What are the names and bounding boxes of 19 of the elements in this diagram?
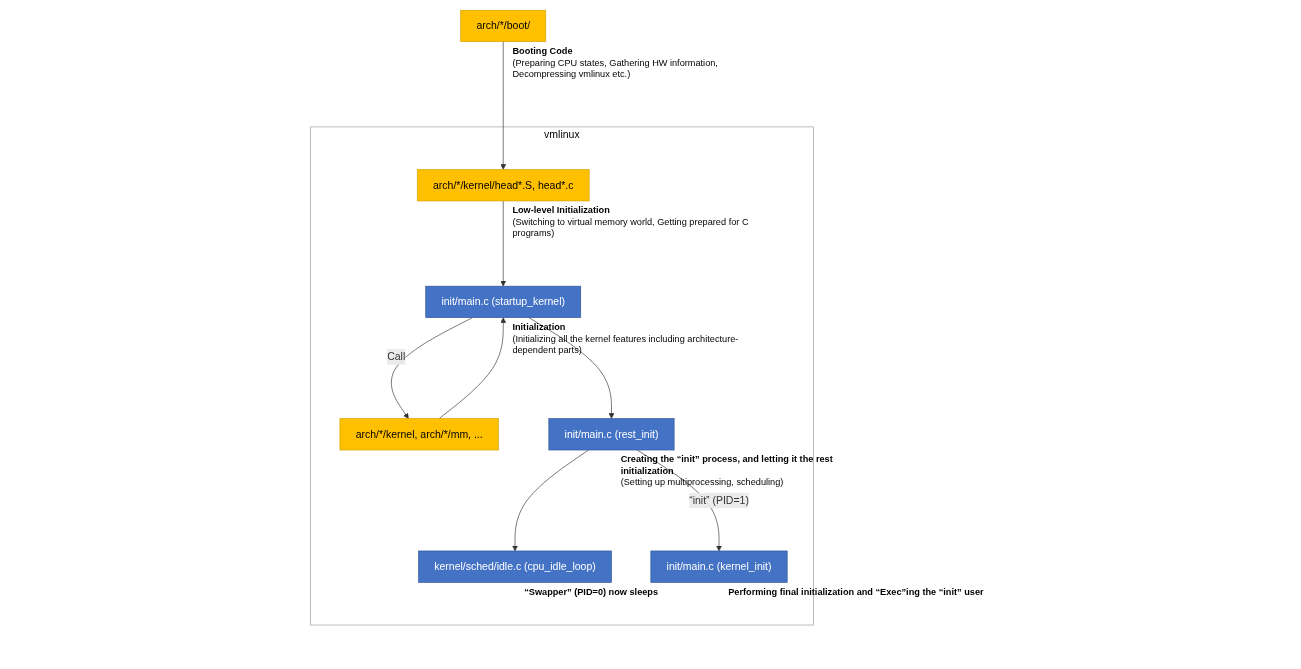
step-heading: Performing final initialization and “Exec”ing the “init” user: [727, 585, 984, 598]
node-box: init/main.c (startup_kernel): [424, 285, 581, 318]
node-box: arch/*/boot/: [459, 9, 546, 42]
step-description: (Initializing all the kernel features including architecture-dependent parts): [511, 332, 739, 356]
step-description: (Preparing CPU states, Gathering HW information, Decompressing vmlinux etc.): [511, 56, 719, 80]
step-heading: Initialization: [511, 321, 565, 333]
step-heading: “Swapper” (PID=0) now sleeps: [523, 585, 658, 598]
node-box: arch/*/kernel/head*.S, head*.c: [416, 168, 590, 201]
step-heading: Creating the “init” process, and letting it the rest initialization: [620, 453, 834, 477]
node-box: init/main.c (kernel_init): [650, 550, 788, 583]
node-box: kernel/sched/idle.c (cpu_idle_loop): [417, 550, 612, 583]
step-heading: Low-level Initialization: [511, 204, 610, 216]
node-box: init/main.c (rest_init): [548, 417, 674, 450]
node-box: arch/*/kernel, arch/*/mm, ...: [339, 417, 499, 450]
step-heading: Booting Code: [511, 45, 573, 57]
step-description: (Switching to virtual memory world, Getting prepared for C programs): [511, 215, 749, 239]
edge-label: Call: [386, 350, 405, 362]
step-description: (Setting up multiprocessing, scheduling): [620, 476, 783, 488]
edge-label: “init” (PID=1): [688, 494, 749, 506]
